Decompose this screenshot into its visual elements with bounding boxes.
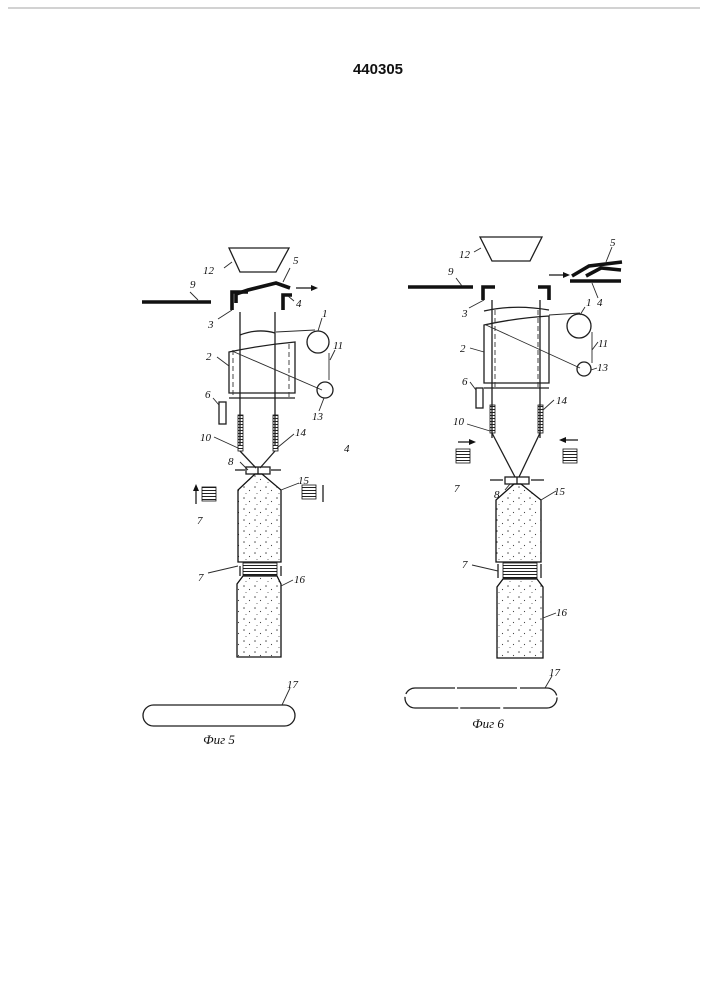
fig6-label-3: 3 xyxy=(461,308,468,320)
fig5-label-5: 5 xyxy=(293,255,299,267)
fig6-jaw-7-left xyxy=(456,449,470,463)
fig5-seal-bar-13 xyxy=(273,415,278,451)
fig5-label-7a: 7 xyxy=(197,515,203,527)
fig5-former-collar xyxy=(229,342,295,393)
fig6-label-11: 11 xyxy=(598,338,608,350)
fig6-bag-15 xyxy=(496,484,541,562)
fig5-sealer-6 xyxy=(219,402,226,424)
figure-6: 12 5 4 9 3 1 2 11 13 6 10 14 7 8 15 7 16… xyxy=(405,237,622,731)
fig6-taper-l xyxy=(492,433,515,477)
fig6-label-12: 13 xyxy=(597,362,609,374)
fig5-roller-12 xyxy=(317,382,333,398)
fig6-jaw-7-right xyxy=(563,449,577,463)
fig6-seal-bar-10 xyxy=(490,405,495,433)
fig6-film-roll-1 xyxy=(567,314,591,338)
fig5-seal-bar-10 xyxy=(238,415,243,451)
fig6-label-1: 1 xyxy=(586,297,592,309)
fig6-label-4: 4 xyxy=(597,297,603,309)
fig6-label-7b: 7 xyxy=(462,559,468,571)
fig5-film-line xyxy=(232,351,322,390)
fig5-jaw-7-left xyxy=(202,487,216,501)
fig6-label-10: 10 xyxy=(453,416,465,428)
fig5-film-roll-1 xyxy=(307,331,329,353)
fig6-label-2: 2 xyxy=(460,343,466,355)
patent-number: 440305 xyxy=(353,61,403,78)
fig6-film-line xyxy=(486,325,580,368)
fig6-funnel-left xyxy=(483,287,495,300)
fig6-label-17: 17 xyxy=(549,667,561,679)
fig6-caption: Фиг 6 xyxy=(472,716,504,731)
fig5-label-2: 2 xyxy=(206,351,212,363)
fig6-flow-arrowhead xyxy=(563,272,570,278)
fig5-caption: Фиг 5 xyxy=(203,732,235,747)
fig6-jaw-arrowhead-l xyxy=(469,439,476,445)
fig6-funnel-right xyxy=(538,287,549,300)
fig5-shoulder-curve xyxy=(240,331,275,335)
fig6-shoulder-curve xyxy=(484,307,549,311)
fig6-label-8: 8 xyxy=(494,489,500,501)
fig5-label-8: 8 xyxy=(228,456,234,468)
fig5-label-10: 10 xyxy=(200,432,212,444)
fig5-film-top xyxy=(276,330,315,332)
fig5-label-16: 16 xyxy=(294,574,306,586)
fig5-taper-l xyxy=(240,451,256,468)
fig6-belt-17 xyxy=(405,688,557,708)
fig5-label-1: 1 xyxy=(322,308,328,320)
margin-mark: 4 xyxy=(344,443,350,455)
fig6-hopper xyxy=(480,237,542,261)
fig5-hopper xyxy=(229,248,289,272)
fig5-bag-16 xyxy=(237,576,281,657)
fig6-jaw-arrowhead-r xyxy=(559,437,566,443)
fig6-taper-r xyxy=(519,433,540,477)
fig5-jaw-7-right xyxy=(302,485,316,499)
fig5-label-13: 14 xyxy=(295,427,307,439)
fig6-label-16: 16 xyxy=(556,607,568,619)
fig5-label-7b: 7 xyxy=(198,572,204,584)
fig5-outlet-4 xyxy=(283,295,292,310)
fig6-label-13: 14 xyxy=(556,395,568,407)
fig6-bag-16 xyxy=(497,579,543,658)
fig6-sealer-6 xyxy=(476,388,483,408)
fig5-label-11: 11 xyxy=(333,340,343,352)
fig5-bag-15 xyxy=(238,474,281,562)
fig5-label-6: 6 xyxy=(205,389,211,401)
fig5-taper-r xyxy=(260,451,275,468)
fig5-label-14: 12 xyxy=(203,265,215,277)
fig6-seal-bar-13 xyxy=(538,405,543,433)
figure-5: 12 5 4 9 3 1 2 11 13 6 10 14 8 15 7 7 16… xyxy=(142,248,343,747)
fig5-belt-17 xyxy=(143,705,295,726)
fig6-label-15: 15 xyxy=(554,486,566,498)
fig6-roller-12 xyxy=(577,362,591,376)
fig6-chute-5-lower xyxy=(586,268,621,276)
fig6-label-14: 12 xyxy=(459,249,471,261)
fig5-label-12: 13 xyxy=(312,411,324,423)
fig6-label-6: 6 xyxy=(462,376,468,388)
fig6-label-7a: 7 xyxy=(454,483,460,495)
fig5-label-3: 3 xyxy=(207,319,214,331)
fig5-label-17: 17 xyxy=(287,679,299,691)
fig5-label-4: 4 xyxy=(296,298,302,310)
fig6-label-9: 9 xyxy=(448,266,454,278)
fig5-bottom-clamp-7 xyxy=(243,563,277,575)
fig5-jaw-arrowhead-l xyxy=(193,484,199,491)
fig5-flow-arrowhead xyxy=(311,285,318,291)
fig5-label-9: 9 xyxy=(190,279,196,291)
fig6-bottom-clamp-7 xyxy=(503,563,537,578)
fig5-label-15: 15 xyxy=(298,475,310,487)
fig6-label-5: 5 xyxy=(610,237,616,249)
